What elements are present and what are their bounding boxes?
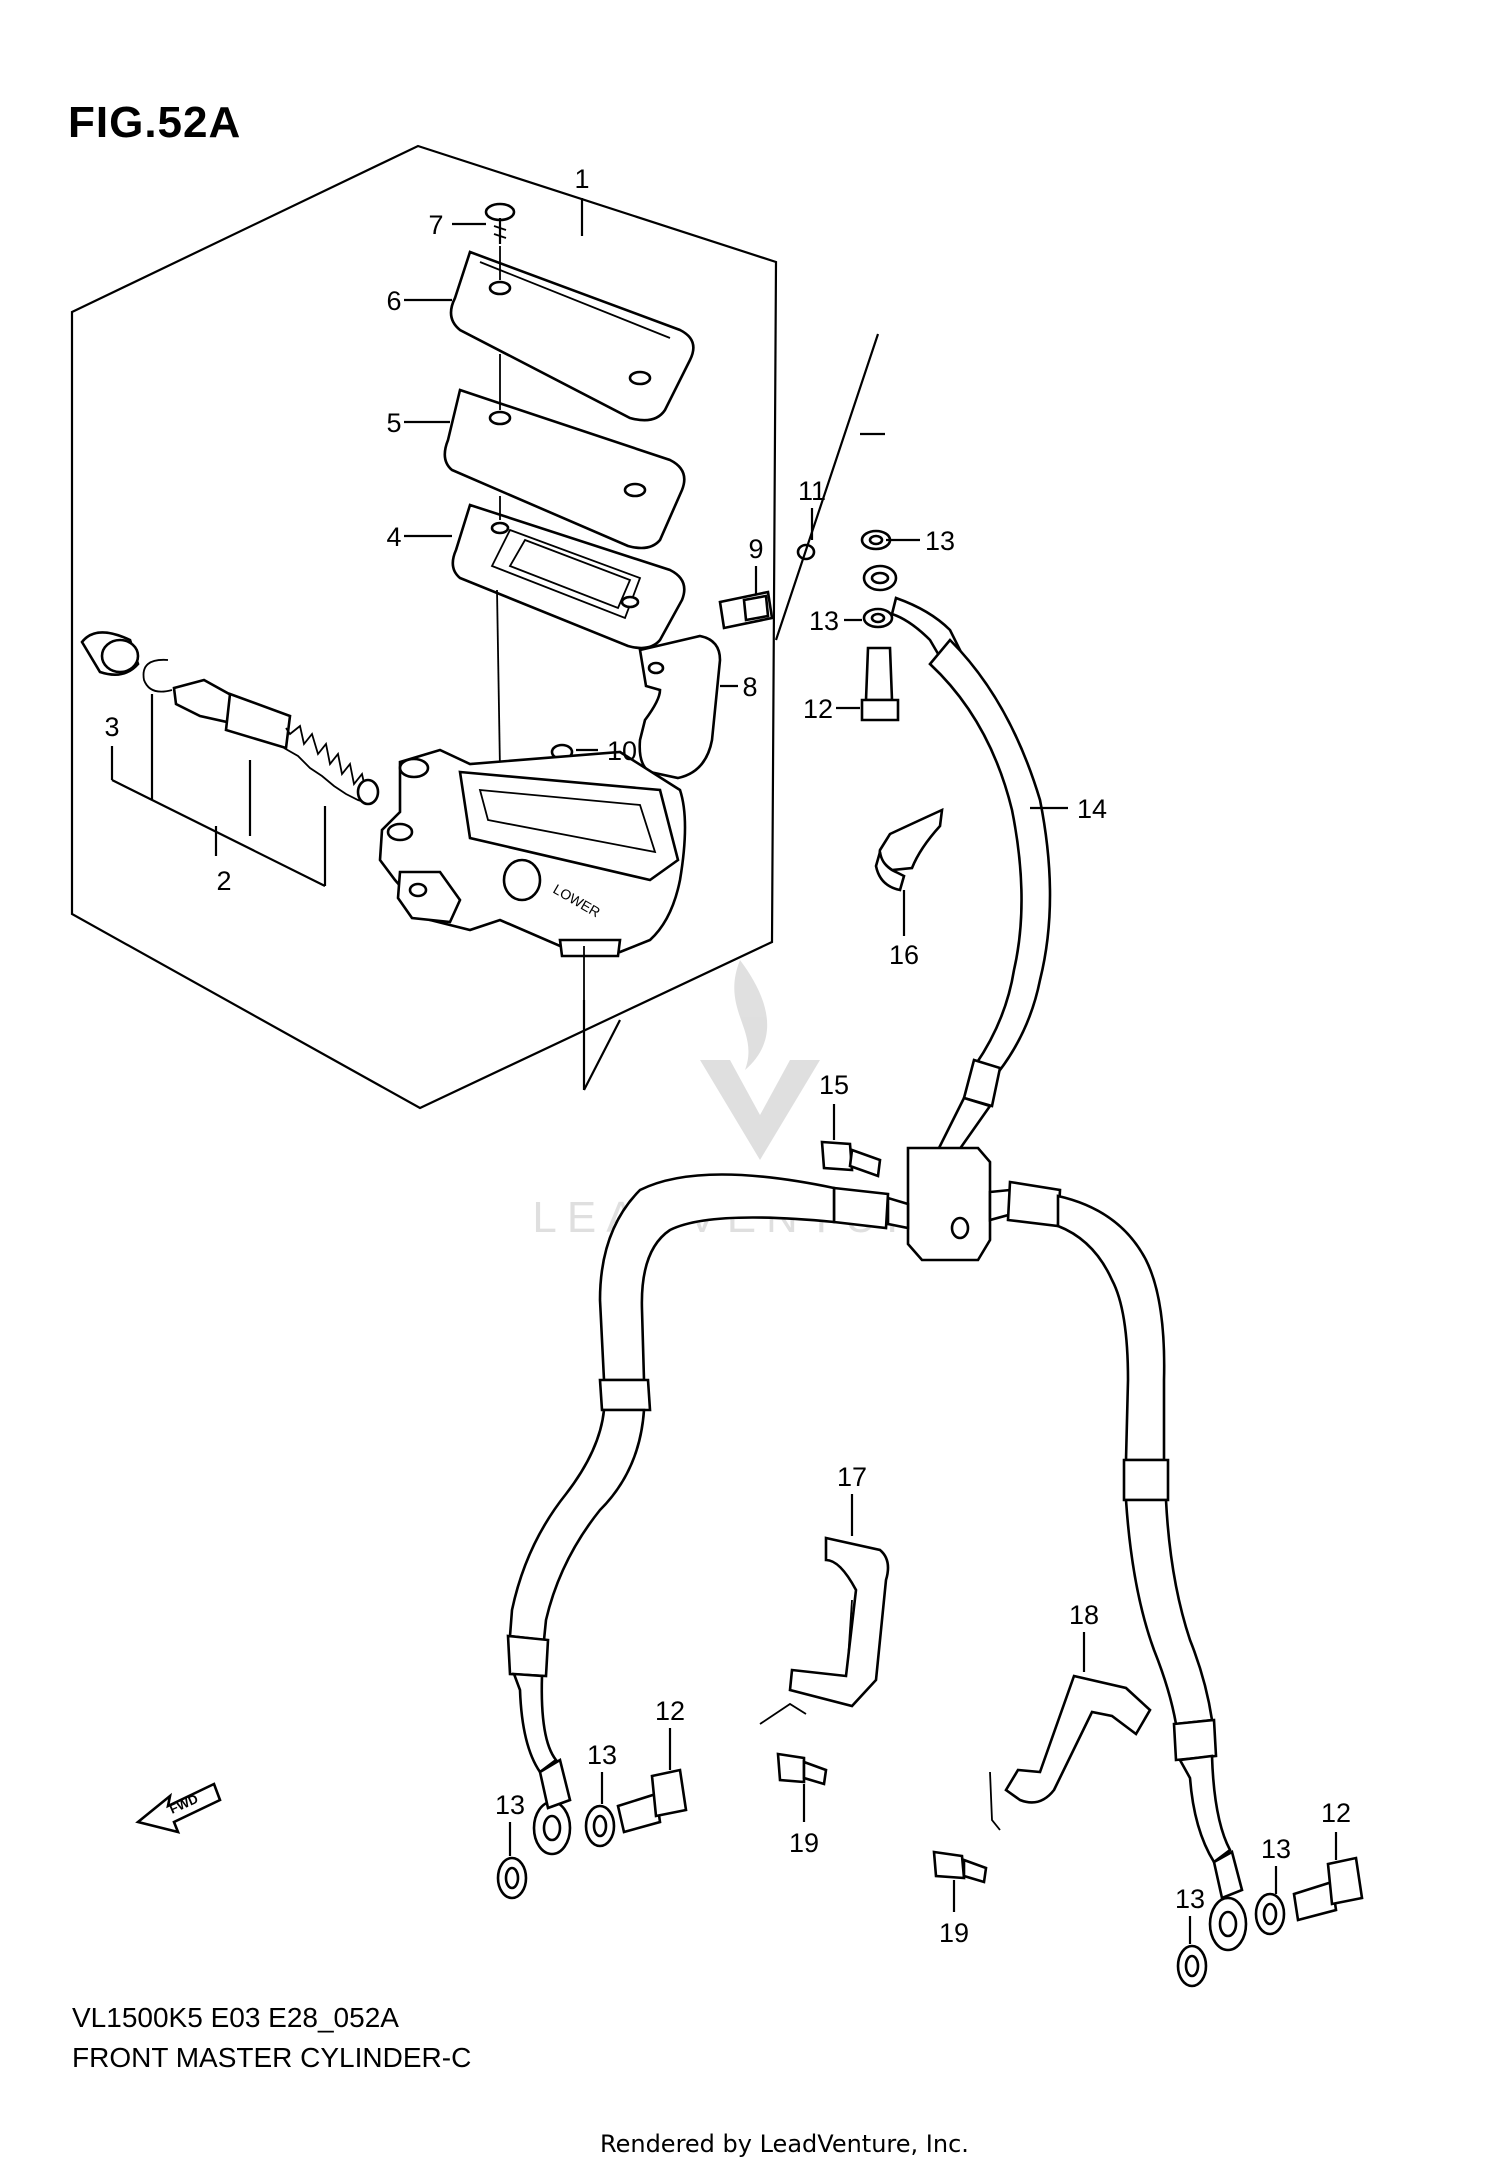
callout-6: 6 [386,286,401,316]
part-13-washer-2 [862,607,894,629]
callout-12-top: 12 [803,694,833,724]
leader-lines [404,198,1338,1944]
kit-boundary-frame [70,144,778,1110]
callout-18: 18 [1069,1600,1099,1630]
part-2-piston-set [172,678,380,806]
callout-12-left: 12 [655,1696,685,1726]
callout-2: 2 [216,866,231,896]
figure-title: FIG.52A [68,98,242,147]
callout-11: 11 [798,476,826,506]
part-3-boot [80,631,140,676]
callout-19-right: 19 [939,1918,969,1948]
callout-15: 15 [819,1070,849,1100]
callout-8: 8 [742,672,757,702]
part-5-diaphragm-plate [443,388,686,550]
part-6-reservoir-cap [449,250,695,422]
part-13-washer-top [860,529,892,551]
callout-1: 1 [574,164,589,194]
rendered-by-credit: Rendered by LeadVenture, Inc. [600,2130,969,2158]
circlip [142,658,173,693]
part-7-screw [484,202,516,244]
callout-13-left-2: 13 [495,1790,525,1820]
callout-12-right: 12 [1321,1798,1351,1828]
three-way-joint [906,1146,992,1262]
callout-7: 7 [428,210,443,240]
callout-13-right-2: 13 [1175,1884,1205,1914]
banjo-fitting-top [862,564,898,592]
part-17-hose-guide [788,1536,890,1708]
callout-13-right-1: 13 [1261,1834,1291,1864]
callout-16: 16 [889,940,919,970]
callout-labels: 1 2 3 4 5 6 7 8 9 10 11 12 13 13 14 15 1… [104,164,1351,1948]
callout-5: 5 [386,408,401,438]
washer-lower-right-1 [1176,1944,1208,1988]
master-cylinder-body: LOWER [378,748,687,958]
part-19-bolt-left [776,1752,828,1786]
callout-3: 3 [104,712,119,742]
callout-19-left: 19 [789,1828,819,1858]
part-9-bolt [718,590,774,630]
part-18-hose-guide [1004,1674,1152,1804]
callout-13-top-1: 13 [925,526,955,556]
right-lower-brake-hose [988,1180,1248,1952]
bracket-2-3 [110,694,327,887]
part-19-bolt-right [932,1850,988,1884]
washer-lower-left-1 [496,1856,528,1900]
part-15-bolt [820,1140,882,1178]
callout-10: 10 [607,736,637,766]
callout-4: 4 [386,522,401,552]
callout-13-top-2: 13 [809,606,839,636]
banjo-bolt-lower-left [616,1768,688,1834]
callout-13-left-1: 13 [587,1740,617,1770]
washer-lower-left-2 [584,1804,616,1848]
part-8-holder-clamp [638,634,722,780]
callout-14: 14 [1077,794,1107,824]
washer-lower-right-2 [1254,1892,1286,1936]
part-14-upper-brake-hose [890,596,1052,1162]
banjo-bolt-lower-right [1292,1856,1364,1922]
left-lower-brake-hose [506,1173,910,1856]
part-16-clamp [874,807,944,892]
figure-name: FRONT MASTER CYLINDER-C [72,2042,472,2073]
callout-9: 9 [748,534,763,564]
forward-direction-arrow: FWD [135,1782,222,1834]
model-code: VL1500K5 E03 E28_052A [72,2002,399,2033]
part-12-banjo-bolt-top [860,646,900,722]
callout-17: 17 [837,1462,867,1492]
